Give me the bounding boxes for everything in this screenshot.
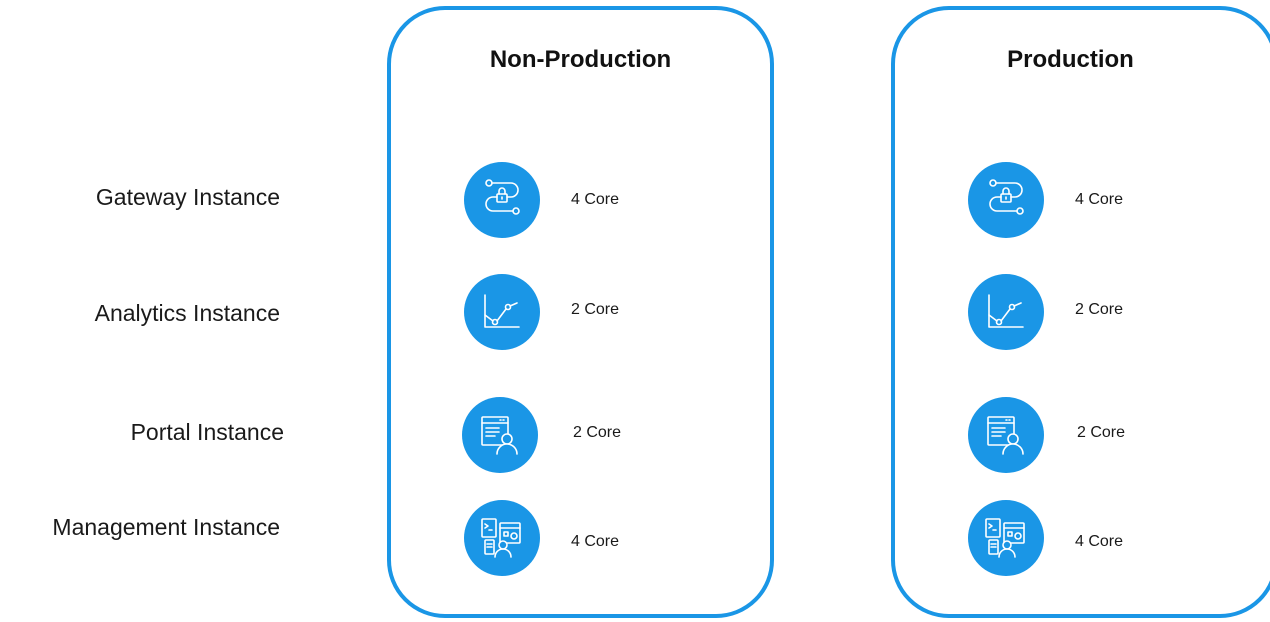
management-console-user-icon — [968, 500, 1044, 576]
management-console-user-icon — [464, 500, 540, 576]
row-label-portal: Portal Instance — [130, 419, 284, 445]
gateway-lock-route-icon — [968, 162, 1044, 238]
non-production-panel: Non-Production 4 Core 2 Core — [387, 6, 774, 618]
row-label-analytics: Analytics Instance — [94, 300, 280, 326]
management-core-count: 4 Core — [571, 533, 620, 550]
gateway-core-count: 4 Core — [1075, 191, 1124, 208]
analytics-core-count: 2 Core — [571, 301, 620, 318]
analytics-chart-icon — [968, 274, 1044, 350]
portal-user-window-icon — [462, 397, 538, 473]
panel-title: Non-Production — [489, 46, 672, 73]
analytics-chart-icon — [464, 274, 540, 350]
row-label-management: Management Instance — [52, 514, 280, 540]
row-label-gateway: Gateway Instance — [95, 184, 280, 210]
analytics-core-count: 2 Core — [1075, 301, 1124, 318]
gateway-core-count: 4 Core — [571, 191, 620, 208]
management-core-count: 4 Core — [1075, 533, 1124, 550]
production-panel: Production 4 Core 2 Core — [891, 6, 1270, 618]
gateway-lock-route-icon — [464, 162, 540, 238]
portal-core-count: 2 Core — [573, 424, 622, 441]
panel-title: Production — [1007, 46, 1134, 73]
portal-core-count: 2 Core — [1077, 424, 1126, 441]
portal-user-window-icon — [968, 397, 1044, 473]
